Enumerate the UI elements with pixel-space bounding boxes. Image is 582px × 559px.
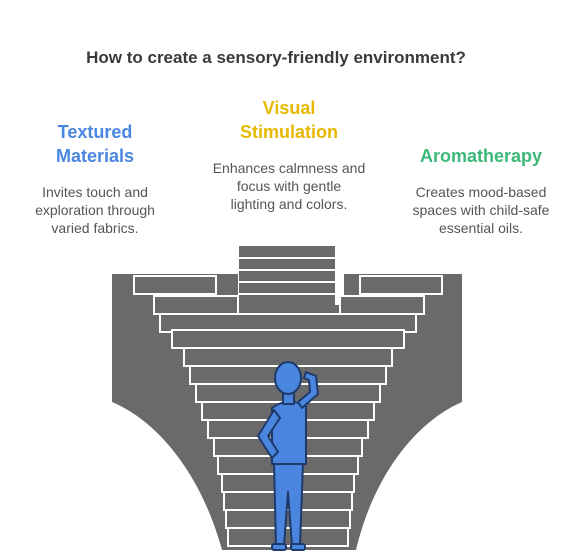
right-step xyxy=(359,275,443,295)
thinking-person-icon xyxy=(257,361,319,551)
center-tower xyxy=(239,246,335,306)
person-arm-right xyxy=(297,371,319,409)
description-line: focus with gentle xyxy=(236,178,342,194)
person-head xyxy=(274,361,302,395)
heading-line: Stimulation xyxy=(240,122,338,142)
heading-line: Visual xyxy=(262,98,316,118)
page-title: How to create a sensory-friendly environ… xyxy=(86,48,466,67)
description-line: Invites touch and xyxy=(42,184,148,200)
person-arm-left xyxy=(257,409,281,459)
left-step xyxy=(133,275,217,295)
heading-aromatherapy: Aromatherapy xyxy=(398,144,564,168)
center-step xyxy=(225,509,351,529)
heading-line: Aromatherapy xyxy=(419,146,543,166)
description-line: spaces with child-safe xyxy=(412,202,550,218)
description-textured-materials: Invites touch and exploration through va… xyxy=(18,183,172,237)
description-line: Enhances calmness and xyxy=(212,160,366,176)
description-visual-stimulation: Enhances calmness and focus with gentle … xyxy=(200,159,378,213)
center-step xyxy=(171,329,405,349)
heading-textured-materials: Textured Materials xyxy=(18,120,172,168)
left-step xyxy=(153,295,239,315)
description-line: lighting and colors. xyxy=(230,196,348,212)
heading-visual-stimulation: Visual Stimulation xyxy=(200,96,378,144)
right-step xyxy=(339,295,425,315)
person-torso xyxy=(271,400,307,465)
person-shoe-left xyxy=(271,543,287,551)
description-line: essential oils. xyxy=(438,220,524,236)
heading-line: Materials xyxy=(55,146,135,166)
center-step xyxy=(227,527,349,547)
person-shoe-right xyxy=(290,543,306,551)
description-line: exploration through xyxy=(35,202,155,218)
description-line: Creates mood-based xyxy=(415,184,547,200)
description-line: varied fabrics. xyxy=(51,220,139,236)
heading-line: Textured xyxy=(57,122,133,142)
description-aromatherapy: Creates mood-based spaces with child-saf… xyxy=(398,183,564,237)
